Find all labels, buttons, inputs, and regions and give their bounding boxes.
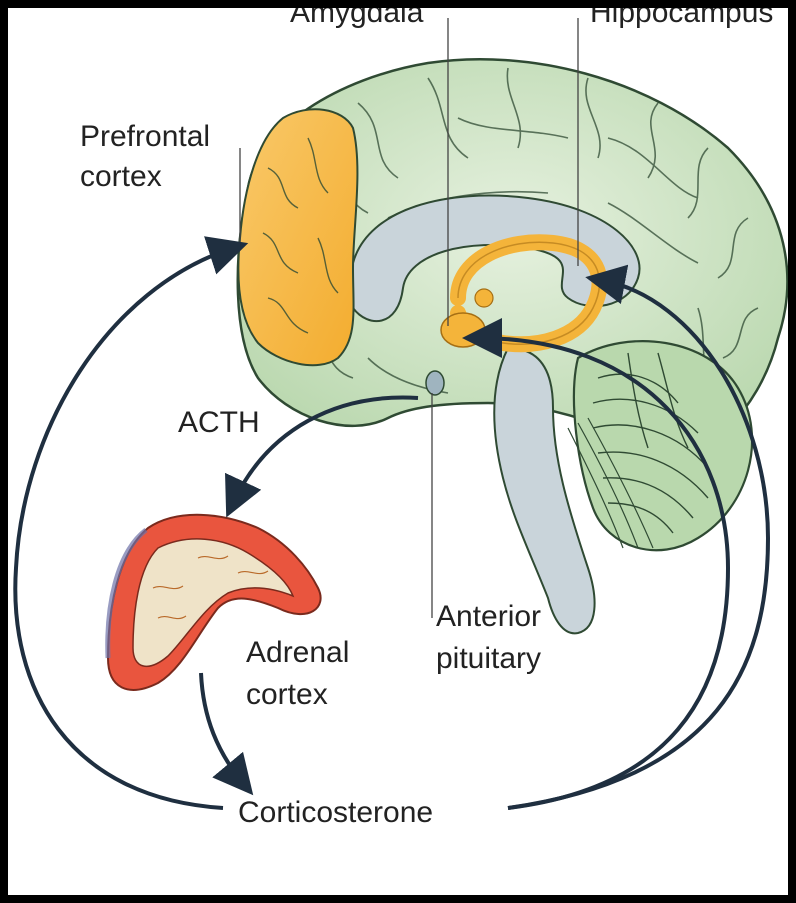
- amygdala-label: Amygdala: [290, 8, 423, 30]
- adrenal-cortex-label-line1: Adrenal: [246, 636, 349, 670]
- adrenal-to-corticosterone-arrow: [201, 673, 243, 783]
- figure-panel: Amygdala Hippocampus Prefrontal cortex A…: [8, 8, 788, 895]
- acth-label: ACTH: [178, 406, 260, 440]
- anterior-pituitary-label-line2: pituitary: [436, 642, 541, 676]
- hippocampus-label: Hippocampus: [590, 8, 773, 30]
- corticosterone-label: Corticosterone: [238, 796, 433, 830]
- prefrontal-label-line1: Prefrontal: [80, 120, 210, 154]
- anterior-pituitary-label-line1: Anterior: [436, 600, 541, 634]
- adrenal-cortex-label-line2: cortex: [246, 678, 328, 712]
- prefrontal-label-line2: cortex: [80, 160, 162, 194]
- anterior-pituitary-region: [426, 371, 444, 395]
